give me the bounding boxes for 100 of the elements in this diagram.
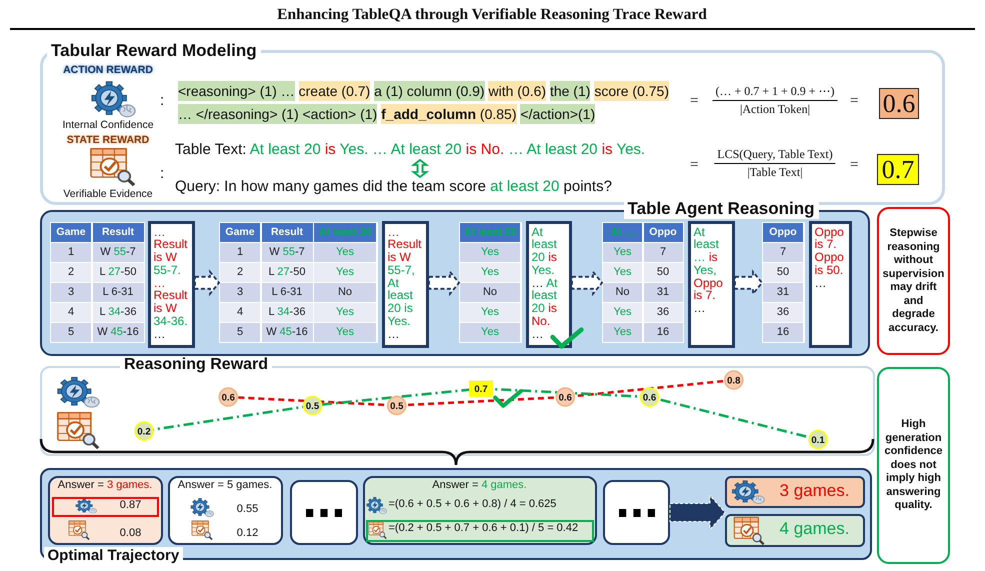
table-header-cell: At … [603, 223, 642, 242]
trajectory-card [48, 476, 162, 544]
table-cell: No [460, 283, 520, 302]
table-header-cell: Game [220, 223, 260, 242]
reward-value: 0.6 [879, 88, 919, 119]
answer-text: 3 games. [780, 480, 850, 500]
section-title: Table Agent Reasoning [624, 198, 819, 218]
table-header-cell: Result [262, 223, 312, 242]
table-cell: 16 [763, 323, 803, 342]
query-sentence: Query: In how many games did the team score at least 20 points? [175, 177, 612, 197]
numerator: (… + 0.7 + 1 + 0.9 + ⋯) [712, 84, 838, 101]
data-table [762, 222, 804, 343]
reward-type-label: ACTION REWARD [63, 64, 153, 76]
insight-note: High generation confidence does not imply high answering quality. [877, 367, 950, 564]
table-cell: 5 [51, 323, 91, 342]
trajectory-card [362, 476, 596, 544]
table-cell: 2 [51, 263, 91, 282]
table-cell: W 55-7 [262, 243, 312, 262]
data-point: 0.5 [387, 396, 406, 416]
table-cell: L 6-31 [92, 283, 144, 302]
table-cell: No [314, 283, 376, 302]
table-cell: No [603, 283, 642, 302]
colon: : [160, 165, 164, 182]
data-label: 0.6 [642, 392, 656, 404]
token-confidence-sequence: <reasoning> (1) … create (0.7) a (1) column (0.9) with (0.6) the (1) score (0.75) … </reasoning> (1) <action> (1) f_add_column (0.85) </action>(1) [178, 80, 670, 126]
data-table [458, 222, 522, 343]
block-arrow [670, 494, 726, 531]
table-cell: L 34-36 [92, 303, 144, 322]
table-cell: Yes [314, 263, 376, 282]
table-cell: 16 [644, 323, 682, 342]
table-cell: W 45-16 [92, 323, 144, 342]
section-title: Optimal Trajectory [44, 546, 184, 564]
table-header-cell: Result [92, 223, 144, 242]
answer-text: Answer = 4 games. [432, 478, 527, 490]
trajectory-card [168, 476, 282, 544]
data-point: 0.5 [302, 396, 322, 416]
score-value: 0.08 [120, 526, 142, 538]
data-point: 0.7 [469, 380, 493, 396]
table-header-cell: Oppo [644, 223, 682, 242]
table-cell: Yes [603, 323, 642, 342]
equals-sign: = [850, 157, 858, 174]
data-table [218, 222, 378, 343]
double-arrow [410, 158, 430, 178]
equals-sign: = [690, 157, 698, 174]
reward-value: 0.7 [877, 154, 919, 185]
table-cell: 1 [51, 243, 91, 262]
data-point: 0.2 [134, 421, 154, 441]
data-point: 0.6 [640, 387, 660, 407]
table-cell: W 45-16 [262, 323, 312, 342]
table-cell: Yes [460, 263, 520, 282]
data-table [50, 222, 145, 343]
block-arrow [734, 269, 764, 296]
reasoning-text-panel: Oppo is 7. Oppo is 50. … [808, 220, 852, 348]
reward-type-label: STATE REWARD [66, 134, 150, 146]
data-point: 0.6 [218, 387, 238, 407]
table-cell: 50 [644, 263, 682, 282]
denominator: |Table Text| [747, 165, 803, 180]
data-label: 0.2 [137, 426, 151, 438]
table-cell: 1 [220, 243, 260, 262]
ellipsis-card [290, 480, 358, 544]
table-cell: Yes [460, 323, 520, 342]
table-cell: 3 [51, 283, 91, 302]
final-answer-card [724, 476, 864, 508]
warning-note: Stepwise reasoning without supervision may drift and degrade accuracy. [877, 207, 950, 355]
block-arrow [194, 269, 220, 296]
equals-sign: = [850, 93, 858, 110]
table-cell: 50 [763, 263, 803, 282]
table-cell: L 34-36 [262, 303, 312, 322]
data-label: 0.5 [306, 401, 320, 412]
data-label: 0.6 [558, 392, 572, 404]
table-cell: 4 [220, 303, 260, 322]
data-point: 0.8 [724, 370, 744, 390]
data-label: 0.7 [474, 384, 488, 395]
data-table [602, 222, 684, 343]
table-cell: L 6-31 [262, 283, 312, 302]
figure-title: Enhancing TableQA through Verifiable Reasoning Trace Reward [277, 6, 707, 24]
section-title: Tabular Reward Modeling [47, 41, 261, 61]
table-cell: W 55-7 [92, 243, 144, 262]
data-label: 0.1 [811, 435, 826, 446]
equals-sign: = [690, 93, 698, 110]
reasoning-text-panel: At least … is Yes, Oppo is 7. … [688, 220, 734, 348]
table-cell: 31 [763, 283, 803, 302]
highlighted-score-row [366, 520, 594, 542]
table-cell: Yes [314, 303, 376, 322]
data-label: 0.5 [390, 401, 404, 412]
table-cell: 7 [644, 243, 682, 262]
table-cell: 5 [220, 323, 260, 342]
answer-text: Answer = 3 games. [58, 478, 152, 490]
table-cell: 7 [763, 243, 803, 262]
table-cell: L 27-50 [262, 263, 312, 282]
score-value: 0.12 [236, 526, 258, 538]
data-label: 0.6 [222, 392, 235, 404]
table-header-cell: At least 20 [460, 223, 520, 242]
score-value: 0.55 [236, 502, 258, 514]
table-cell: Yes [314, 323, 376, 342]
table-cell: 36 [644, 303, 682, 322]
block-arrow [571, 269, 604, 296]
table-cell: Yes [603, 303, 642, 322]
highlighted-score-row [52, 496, 158, 516]
table-cell: Yes [603, 263, 642, 282]
